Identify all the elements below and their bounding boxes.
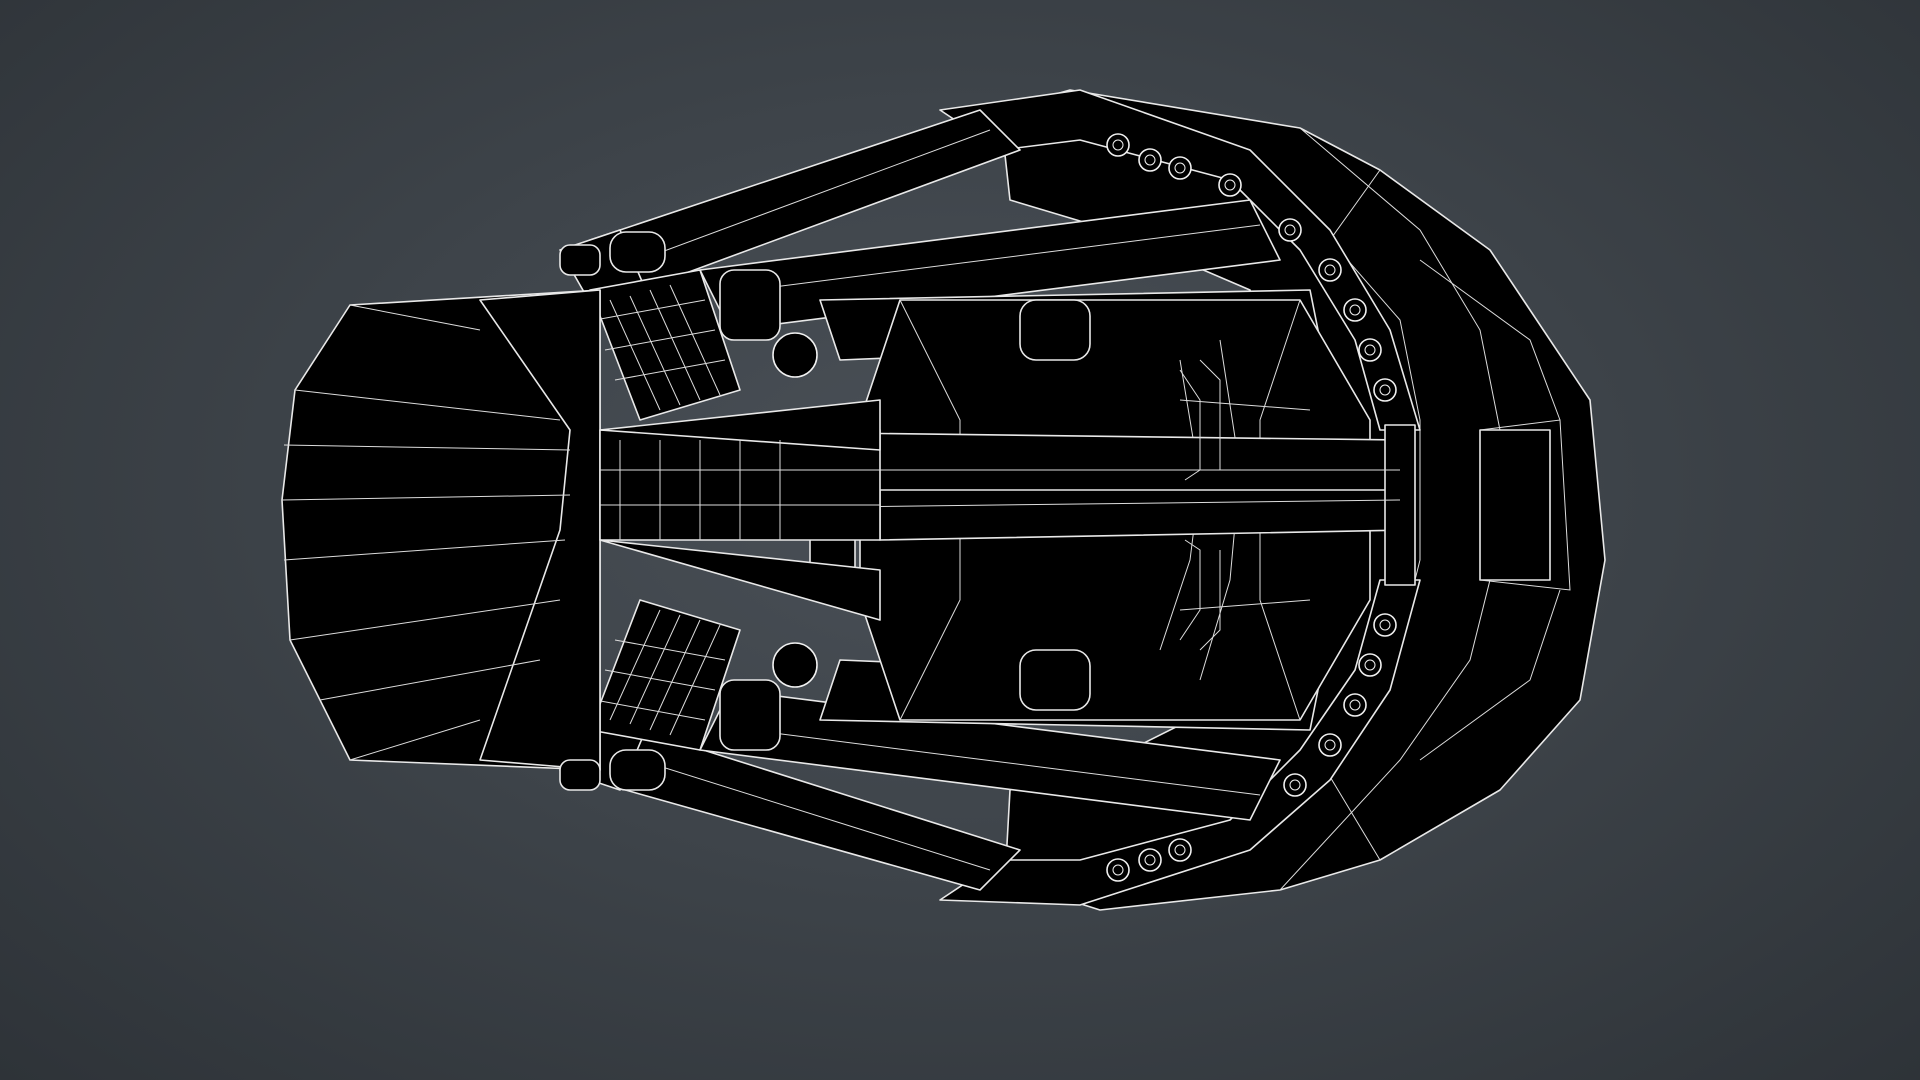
upper-mesh-lug	[589, 269, 741, 421]
joint-knuckles	[559, 231, 1091, 791]
lower-mesh-lug	[589, 599, 741, 751]
upper-ring-bolts	[1106, 133, 1397, 402]
lower-ring-bolts	[1106, 613, 1397, 882]
linkage-rods	[1179, 359, 1311, 651]
front-nozzle	[281, 289, 881, 771]
